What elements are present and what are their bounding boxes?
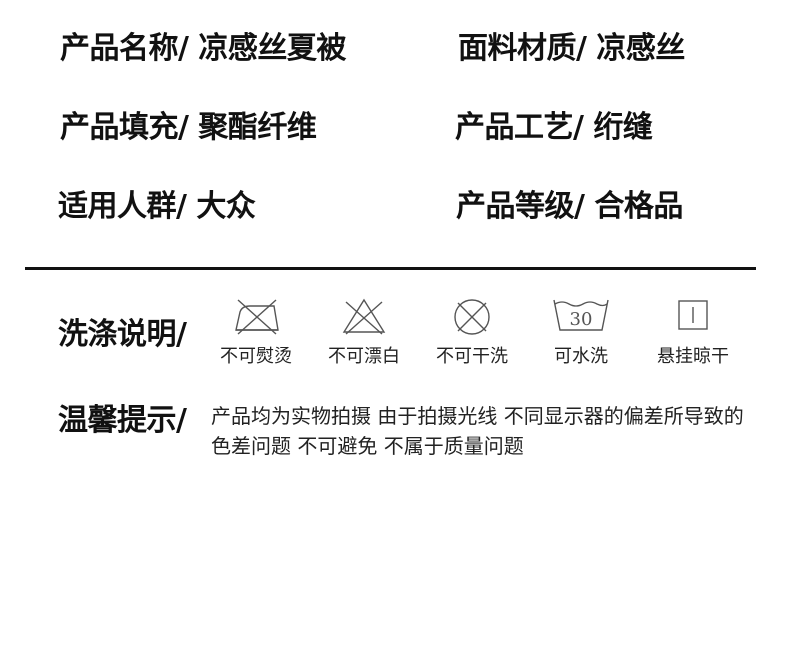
spec-filling: 产品填充/ 聚酯纤维 xyxy=(60,110,317,145)
notice-text: 产品均为实物拍摄 由于拍摄光线 不同显示器的偏差所导致的色差问题 不可避免 不属… xyxy=(211,404,744,458)
no-iron-icon xyxy=(226,296,286,336)
care-label: 不可干洗 xyxy=(436,346,508,367)
care-label: 不可漂白 xyxy=(328,346,400,367)
wash-30-icon: 30 xyxy=(551,296,611,336)
care-item-no-bleach: 不可漂白 xyxy=(316,296,412,368)
care-title: 洗涤说明/ xyxy=(58,317,187,352)
care-item-wash: 30 可水洗 xyxy=(533,296,629,368)
spec-grade: 产品等级/ 合格品 xyxy=(456,189,683,224)
notice-title: 温馨提示/ xyxy=(58,403,187,438)
section-divider xyxy=(25,267,756,270)
care-label: 不可熨烫 xyxy=(220,346,292,367)
no-bleach-icon xyxy=(334,296,394,336)
spec-fabric: 面料材质/ 凉感丝 xyxy=(458,31,685,66)
care-item-no-dry-clean: 不可干洗 xyxy=(424,296,520,368)
spec-audience: 适用人群/ 大众 xyxy=(58,189,256,224)
care-label: 可水洗 xyxy=(554,346,608,367)
no-dry-clean-icon xyxy=(442,296,502,336)
spec-product-name: 产品名称/ 凉感丝夏被 xyxy=(60,31,346,66)
care-label: 悬挂晾干 xyxy=(657,346,729,367)
hang-dry-icon xyxy=(663,296,723,336)
spec-craft: 产品工艺/ 绗缝 xyxy=(455,110,653,145)
care-item-no-iron: 不可熨烫 xyxy=(208,296,304,368)
care-item-hang-dry: 悬挂晾干 xyxy=(645,296,741,368)
wash-temperature: 30 xyxy=(570,309,593,330)
